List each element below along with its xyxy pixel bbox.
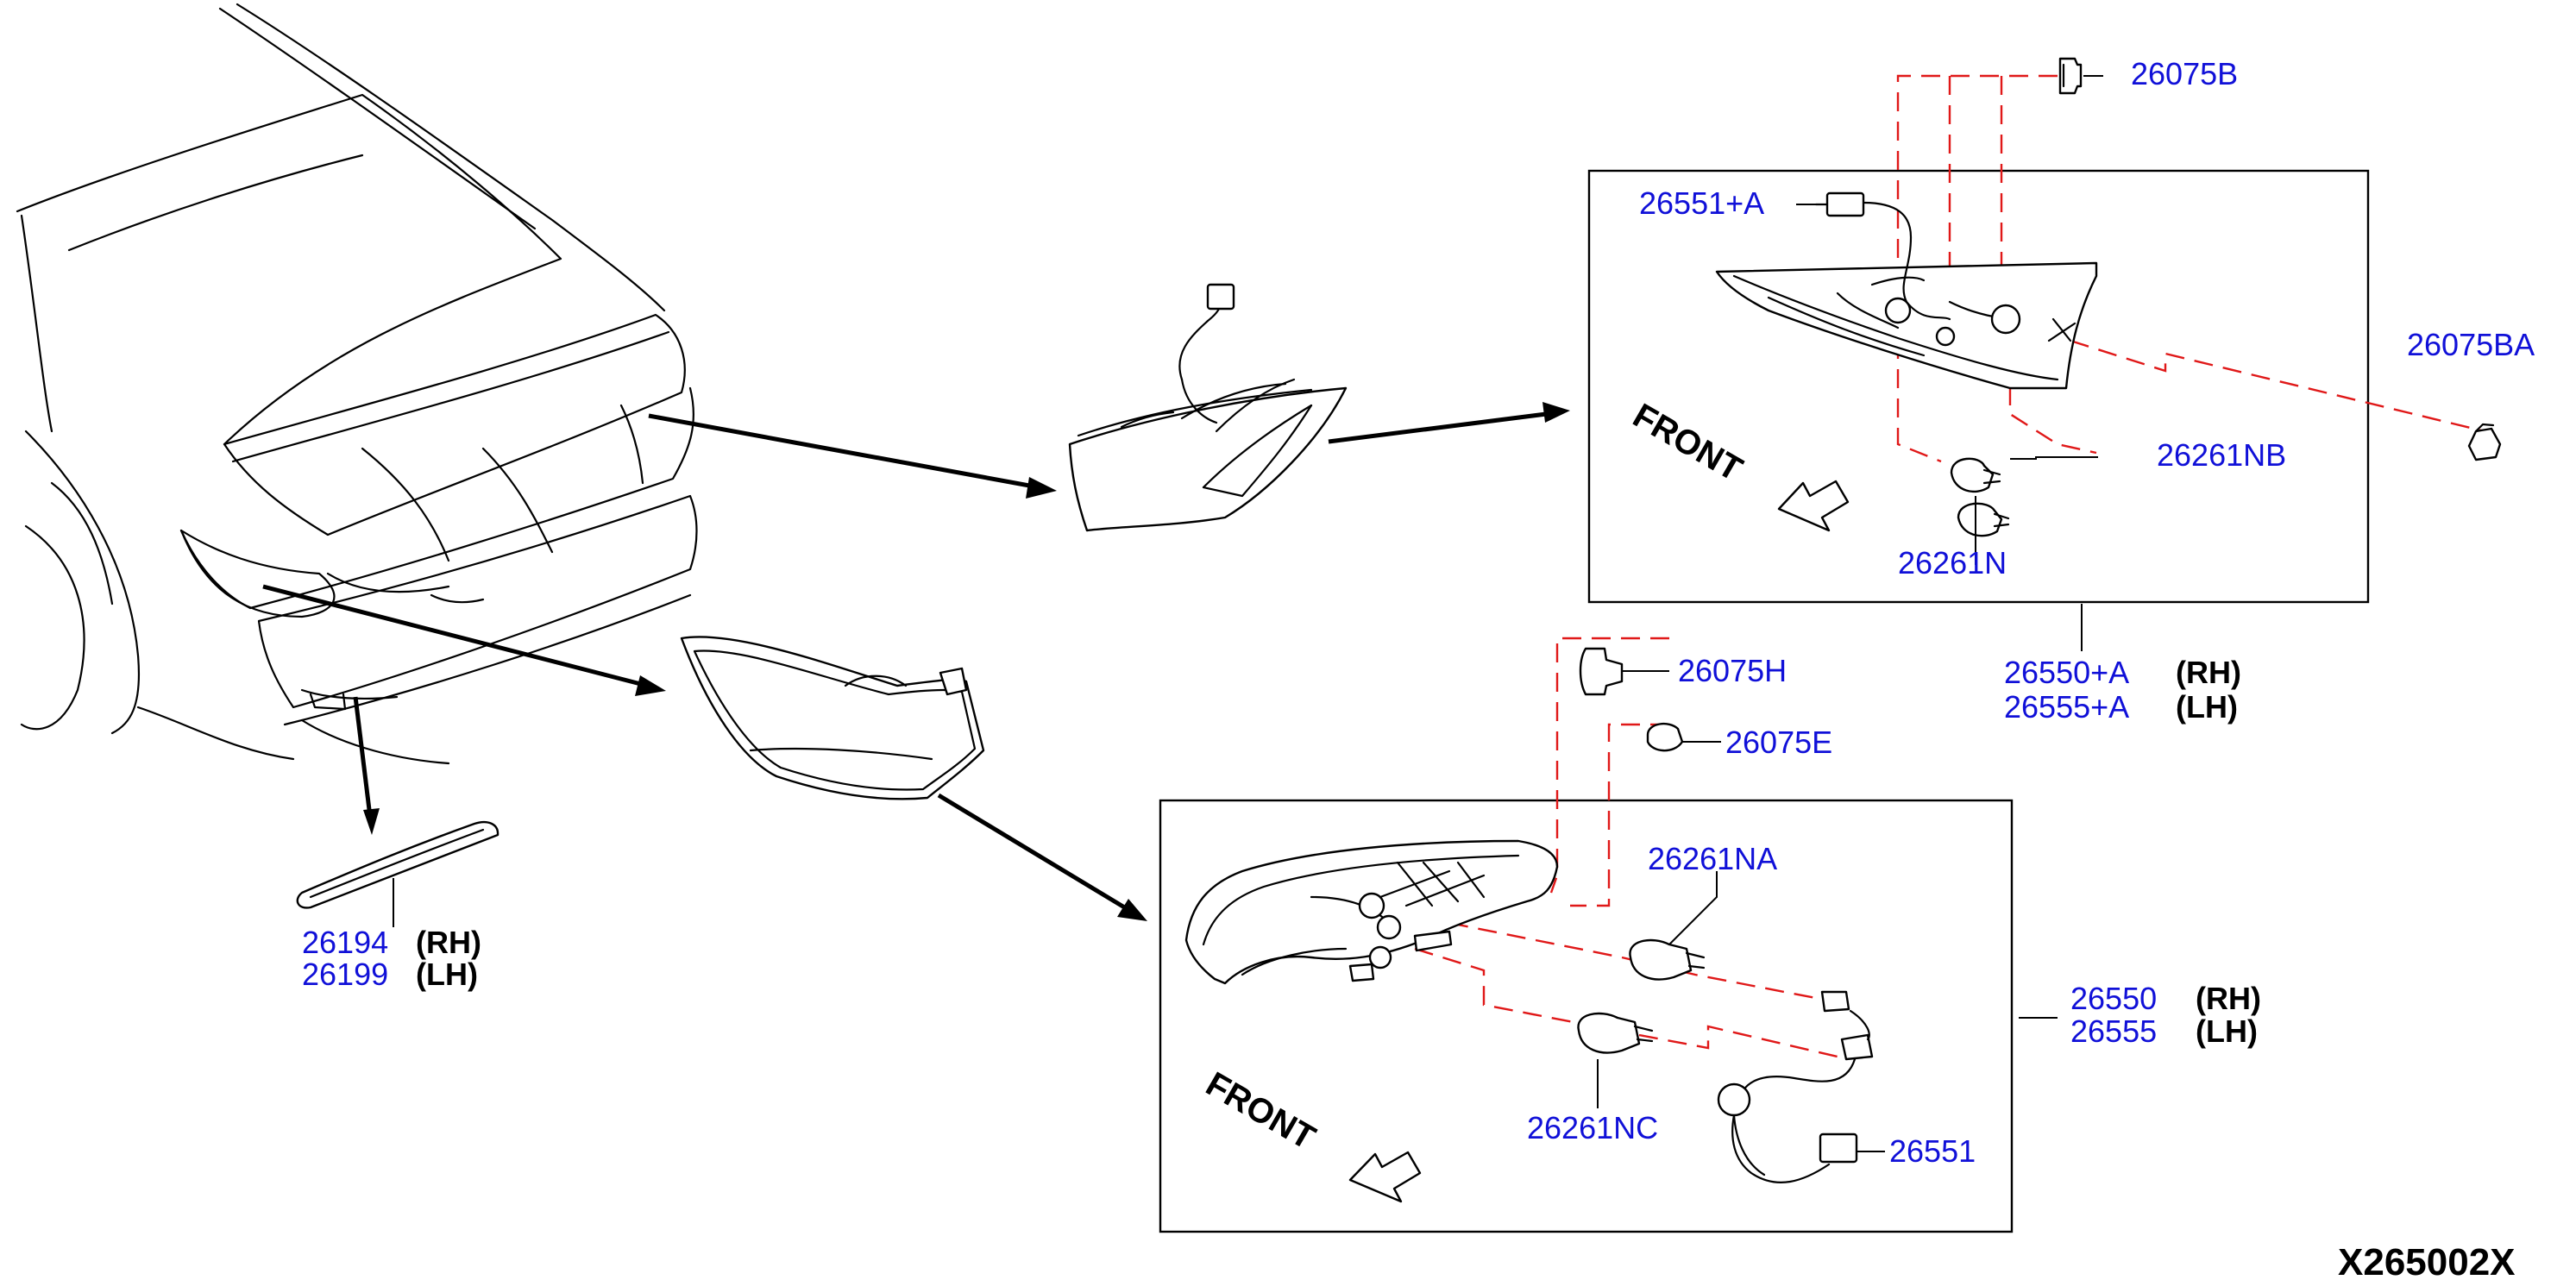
side-label-lh: (LH) (2176, 689, 2238, 725)
part-label-26555[interactable]: 26555 (2070, 1013, 2157, 1049)
part-label-26075h[interactable]: 26075H (1678, 653, 1787, 688)
part-label-26550[interactable]: 26550 (2070, 981, 2157, 1016)
front-direction-marker: FRONT (1200, 1065, 1422, 1203)
part-label-26261nb[interactable]: 26261NB (2157, 437, 2286, 473)
part-label-26075ba[interactable]: 26075BA (2407, 327, 2535, 362)
front-label: FRONT (1200, 1065, 1322, 1158)
inner-lamp-leader-lines (1796, 75, 2103, 651)
part-label-26194[interactable]: 26194 (302, 925, 388, 960)
outer-lamp-leader-lines (1597, 670, 2058, 1152)
part-label-26261nc[interactable]: 26261NC (1527, 1110, 1658, 1145)
part-label-26199[interactable]: 26199 (302, 957, 388, 992)
front-direction-marker: FRONT (1627, 397, 1850, 532)
side-label-lh: (LH) (2196, 1013, 2258, 1049)
direction-arrows (262, 402, 1570, 921)
rear-reflector-illustration (296, 820, 499, 909)
outer-lamp-detail-illustration (1184, 647, 1874, 1183)
diagram-id: X265002X (2338, 1241, 2516, 1280)
outer-tail-lamp-illustration (680, 636, 985, 800)
part-label-26551[interactable]: 26551 (1889, 1133, 1976, 1169)
part-label-26261n[interactable]: 26261N (1898, 545, 2007, 580)
part-label-26075b[interactable]: 26075B (2131, 56, 2238, 91)
side-label-lh: (LH) (416, 957, 478, 992)
part-label-26551a[interactable]: 26551+A (1639, 185, 1764, 221)
part-label-26261na[interactable]: 26261NA (1648, 841, 1777, 876)
vehicle-rear-illustration (16, 3, 698, 765)
part-label-26075e[interactable]: 26075E (1725, 725, 1832, 760)
part-label-26555a[interactable]: 26555+A (2004, 689, 2129, 725)
part-label-26550a[interactable]: 26550+A (2004, 655, 2129, 690)
side-label-rh: (RH) (416, 925, 481, 960)
inner-lamp-detail-box (1587, 169, 2370, 604)
inner-tail-lamp-illustration (1068, 283, 1348, 532)
inner-lamp-detail-illustration (1715, 57, 2502, 537)
side-label-rh: (RH) (2176, 655, 2241, 690)
side-label-rh: (RH) (2196, 981, 2261, 1016)
front-label: FRONT (1627, 397, 1749, 489)
outer-lamp-detail-box (1159, 799, 2014, 1233)
